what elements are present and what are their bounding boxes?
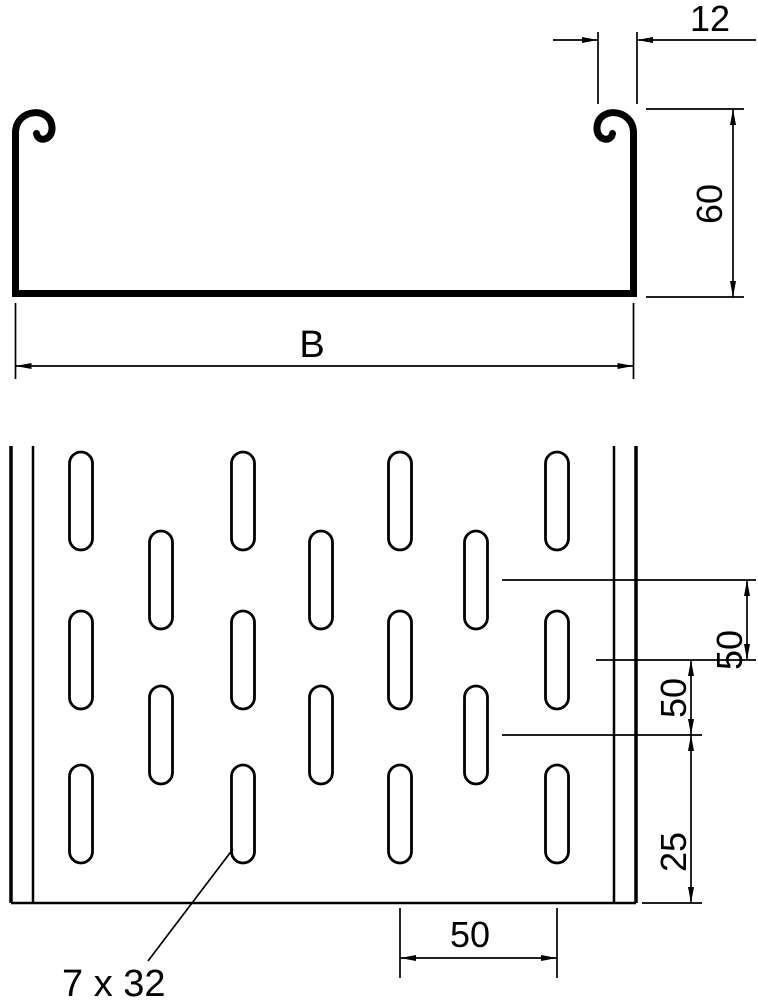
profile-channel (12, 127, 637, 297)
slot (544, 450, 570, 552)
slot (387, 450, 413, 552)
slot (148, 529, 174, 631)
right-hook-bead (593, 109, 637, 143)
plan-view: 50 50 25 50 7 x 32 (9, 446, 756, 1000)
slot (544, 609, 570, 711)
dim-flange-width-value: 12 (690, 0, 730, 39)
dim-row-spacing-upper-value: 50 (709, 630, 750, 670)
slot (68, 450, 94, 552)
slot (387, 763, 413, 865)
slot (230, 763, 256, 865)
slot (308, 529, 334, 631)
dim-overall-width-value: B (299, 324, 324, 366)
slot-size-leader-line (147, 848, 234, 962)
slot (148, 684, 174, 786)
dim-side-height: 60 (646, 108, 744, 298)
dim-row-spacing-lower-value: 50 (653, 678, 694, 718)
tray-edges (9, 446, 638, 905)
slot (68, 763, 94, 865)
slot (544, 763, 570, 865)
slot (463, 684, 489, 786)
dim-column-spacing-value: 50 (450, 914, 490, 955)
slot-size-callout: 7 x 32 (62, 848, 234, 1000)
slot-size-label: 7 x 32 (62, 963, 166, 1000)
profile-outline (12, 109, 637, 297)
left-hook-bead (12, 109, 56, 143)
dim-column-spacing: 50 (399, 908, 558, 978)
slot (463, 529, 489, 631)
dim-flange-width: 12 (553, 0, 756, 104)
dim-side-height-value: 60 (689, 184, 730, 224)
slot (387, 609, 413, 711)
perforation-slots (68, 450, 570, 865)
dim-overall-width: B (14, 303, 635, 379)
slot (230, 450, 256, 552)
slot (308, 684, 334, 786)
plan-dimensions-right: 50 50 25 (502, 579, 756, 904)
cross-section-view: 12 60 B (12, 0, 756, 379)
dim-end-distance-value: 25 (653, 832, 694, 872)
slot (230, 609, 256, 711)
slot (68, 609, 94, 711)
